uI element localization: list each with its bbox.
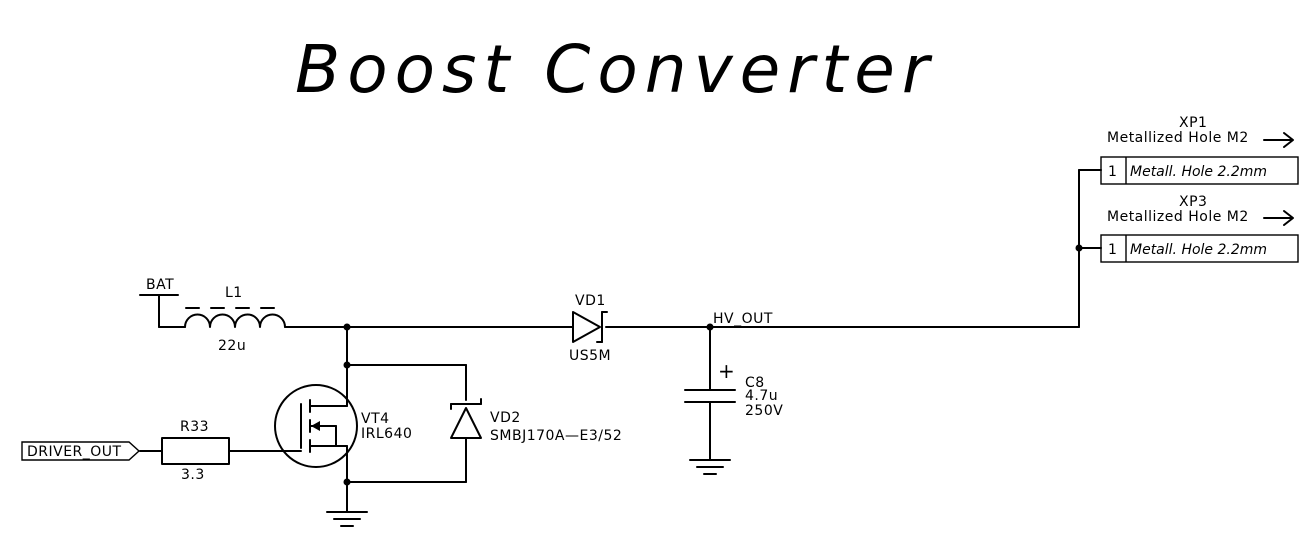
diode-ref: VD1 [575, 293, 606, 309]
mosfet-value: IRL640 [361, 426, 412, 442]
resistor-value: 3.3 [181, 467, 205, 483]
connector-xp1: XP1 Metallized Hole M2 1 Metall. Hole 2.… [1100, 115, 1299, 185]
inductor-ref: L1 [225, 285, 243, 301]
inductor-value: 22u [218, 338, 246, 354]
xp1-pin-name: Metall. Hole 2.2mm [1130, 164, 1267, 180]
connector-xp3: XP3 Metallized Hole M2 1 Metall. Hole 2.… [1100, 194, 1299, 263]
diode-value: US5M [569, 348, 611, 364]
capacitor-value: 4.7u [745, 388, 778, 404]
driver-out-label: DRIVER_OUT [27, 444, 122, 460]
capacitor-ref: C8 [745, 375, 765, 391]
xp1-pin: 1 [1108, 164, 1117, 180]
capacitor-voltage: 250V [745, 403, 783, 419]
inductor-l1: L1 22u [184, 285, 286, 354]
xp3-ref: XP3 [1179, 194, 1207, 210]
schematic-title: Boost Converter [295, 31, 936, 108]
capacitor-c8: + C8 4.7u 250V [684, 359, 783, 419]
mosfet-ref: VT4 [361, 411, 390, 427]
ground-capacitor [689, 459, 731, 475]
tvs-ref: VD2 [490, 410, 521, 426]
xp1-ref: XP1 [1179, 115, 1207, 131]
tvs-vd2: VD2 SMBJ170A—E3/52 [450, 398, 622, 444]
resistor-ref: R33 [180, 419, 209, 435]
xp3-pin-name: Metall. Hole 2.2mm [1130, 242, 1267, 258]
xp3-pin: 1 [1108, 242, 1117, 258]
hv-out-label: HV_OUT [713, 311, 773, 327]
wires [139, 169, 1102, 513]
bat-label: BAT [146, 277, 174, 293]
xp3-name: Metallized Hole M2 [1107, 209, 1249, 225]
xp1-name: Metallized Hole M2 [1107, 130, 1249, 146]
tvs-value: SMBJ170A—E3/52 [490, 428, 622, 444]
driver-out-port: DRIVER_OUT [21, 441, 141, 461]
diode-vd1: VD1 US5M [569, 293, 611, 364]
mosfet-vt4: VT4 IRL640 [274, 384, 412, 468]
junctions [343, 244, 1083, 486]
ground-mosfet [326, 511, 368, 527]
resistor-r33: R33 3.3 [161, 419, 230, 483]
capacitor-polarity: + [718, 359, 735, 383]
